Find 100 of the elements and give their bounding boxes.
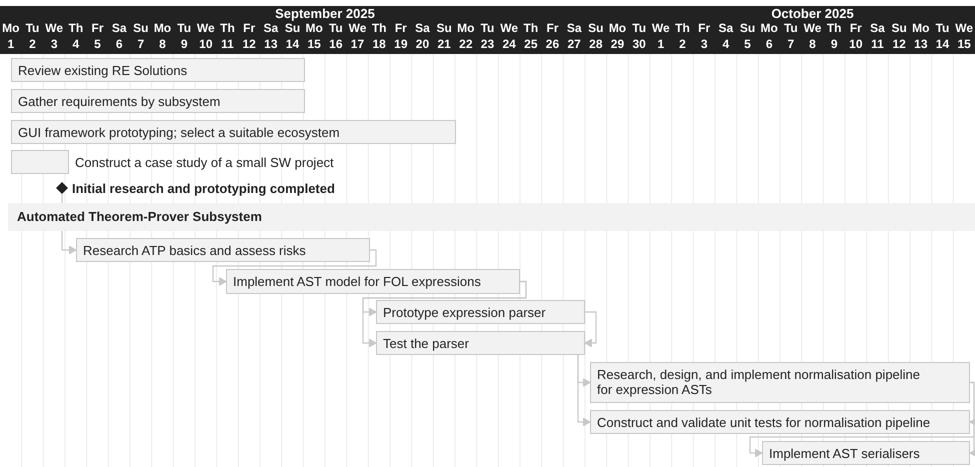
- day-label: 1: [656, 37, 666, 52]
- day-label: 8: [808, 37, 817, 52]
- day-label: 11: [220, 37, 235, 52]
- day-label: 26: [544, 37, 560, 52]
- weekday-label: Th: [67, 21, 84, 36]
- day-label: 3: [700, 37, 708, 52]
- weekday-label: Su: [132, 21, 150, 36]
- day-label: 22: [458, 37, 474, 52]
- day-label: 28: [588, 37, 604, 52]
- weekday-label: We: [802, 21, 822, 36]
- dependency-arrow: [749, 382, 975, 458]
- task-bar: Construct and validate unit tests for normalisation pipeline: [590, 410, 970, 434]
- milestone-label: Initial research and prototyping completed: [72, 181, 335, 196]
- day-label: 6: [114, 37, 124, 52]
- weekday-label: Tu: [782, 21, 799, 36]
- weekday-label: Fr: [242, 21, 256, 36]
- day-label: 12: [241, 37, 257, 52]
- weekday-label: Fr: [394, 21, 408, 36]
- weekday-label: We: [44, 21, 64, 36]
- weekday-label: We: [650, 21, 671, 36]
- dependency-arrow: [584, 311, 597, 348]
- day-label: 5: [743, 37, 752, 52]
- weekday-label: Fr: [90, 21, 104, 36]
- dependency-arrow: [362, 280, 527, 348]
- weekday-label: Mo: [911, 21, 930, 36]
- day-label: 5: [93, 37, 102, 52]
- weekday-label: Sa: [414, 21, 431, 36]
- task-bar: Implement AST model for FOL expressions: [226, 269, 520, 294]
- day-label: 9: [830, 37, 838, 52]
- day-label: 17: [350, 37, 366, 52]
- weekday-label: Tu: [24, 21, 40, 36]
- day-label: 21: [436, 37, 452, 52]
- weekday-label: Fr: [848, 21, 863, 36]
- weekday-label: Tu: [480, 21, 496, 36]
- milestone-diamond: [56, 182, 68, 194]
- day-label: 4: [721, 37, 730, 52]
- task-bar: Research, design, and implement normalisation pipeline for expression ASTs: [590, 362, 970, 403]
- task-bar: Test the parser: [376, 331, 585, 355]
- task-bar: Gather requirements by subsystem: [11, 89, 305, 113]
- day-label: 7: [786, 37, 796, 52]
- day-label: 2: [28, 37, 37, 52]
- day-label: 18: [371, 37, 387, 52]
- task-label: Construct a case study of a small SW project: [75, 155, 334, 170]
- day-label: 1: [6, 37, 16, 52]
- weekday-label: Mo: [759, 21, 779, 36]
- weekday-label: Sa: [869, 21, 886, 36]
- task-bar: Implement AST serialisers: [762, 441, 970, 465]
- weekday-label: We: [954, 21, 974, 36]
- task-bar: Prototype expression parser: [376, 300, 585, 324]
- day-label: 2: [678, 37, 687, 52]
- weekday-label: Mo: [304, 21, 324, 36]
- weekday-label: Mo: [456, 21, 476, 36]
- day-label: 15: [306, 37, 322, 52]
- weekday-label: Th: [674, 21, 691, 36]
- weekday-label: Su: [738, 21, 756, 36]
- weekday-label: Sa: [110, 21, 128, 36]
- day-label: 13: [913, 37, 928, 52]
- task-bar: [11, 150, 69, 174]
- weekday-label: Su: [890, 21, 908, 36]
- day-label: 29: [610, 37, 626, 52]
- day-label: 14: [284, 37, 300, 52]
- day-label: 20: [414, 37, 430, 52]
- month-label: September 2025: [274, 6, 376, 21]
- day-label: 6: [764, 37, 774, 52]
- day-label: 3: [50, 37, 58, 52]
- weekday-label: Fr: [545, 21, 560, 36]
- day-label: 25: [523, 37, 538, 52]
- dependency-arrow: [577, 355, 590, 426]
- day-label: 11: [870, 37, 885, 52]
- day-label: 30: [631, 37, 647, 52]
- weekday-label: Mo: [608, 21, 628, 36]
- day-label: 10: [848, 37, 864, 52]
- weekday-label: Su: [284, 21, 302, 36]
- day-label: 15: [956, 37, 972, 52]
- weekday-label: We: [499, 21, 520, 36]
- weekday-label: Tu: [631, 21, 648, 36]
- weekday-label: Tu: [934, 21, 950, 36]
- weekday-label: Th: [826, 21, 842, 36]
- task-bar: Review existing RE Solutions: [11, 58, 305, 82]
- weekday-label: Th: [522, 21, 540, 36]
- weekday-label: Sa: [262, 21, 280, 36]
- day-label: 8: [158, 37, 167, 52]
- weekday-label: Th: [219, 21, 236, 36]
- day-label: 7: [136, 37, 146, 52]
- day-label: 24: [501, 37, 517, 52]
- day-label: 23: [480, 37, 496, 52]
- weekday-label: Sa: [566, 21, 583, 36]
- month-label: October 2025: [770, 6, 855, 21]
- section-heading: Automated Theorem-Prover Subsystem: [17, 210, 262, 224]
- weekday-label: Fr: [697, 21, 712, 36]
- weekday-label: We: [196, 21, 216, 36]
- weekday-label: Su: [435, 21, 453, 36]
- dependency-arrow: [212, 249, 377, 286]
- day-label: 14: [934, 37, 950, 52]
- day-label: 10: [198, 37, 214, 52]
- day-label: 19: [393, 37, 408, 52]
- day-label: 27: [566, 37, 582, 52]
- weekday-label: Th: [370, 21, 388, 36]
- day-label: 9: [180, 37, 188, 52]
- weekday-label: Tu: [328, 21, 344, 36]
